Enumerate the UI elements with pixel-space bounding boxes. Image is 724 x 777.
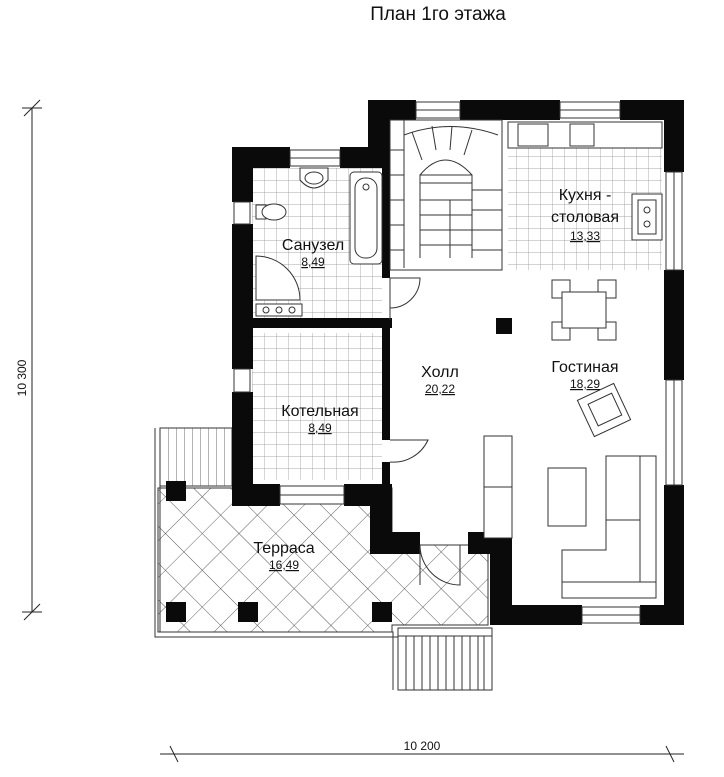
terrace-post xyxy=(372,602,392,622)
living-furniture xyxy=(483,382,657,599)
room-name-boiler: Котельная xyxy=(281,403,358,420)
bathroom-door xyxy=(389,277,421,309)
room-name-kitchen-line1: Кухня - xyxy=(559,187,612,204)
terrace-post xyxy=(166,481,186,501)
dining-table xyxy=(551,279,617,341)
dimension-horizontal xyxy=(160,745,684,763)
room-area-boiler: 8,49 xyxy=(308,421,332,435)
terrace-post xyxy=(166,602,186,622)
room-area-terrace: 16,49 xyxy=(269,558,299,572)
kitchen-fixtures xyxy=(507,121,663,241)
kitchen-sink xyxy=(569,123,595,147)
room-area-living: 18,29 xyxy=(570,377,600,391)
doors xyxy=(389,277,461,586)
boiler-room-door xyxy=(389,439,429,463)
boiler-room-floor xyxy=(252,333,382,480)
entrance-door xyxy=(419,544,461,586)
room-area-bathroom: 8,49 xyxy=(301,255,325,269)
plan-title: План 1го этажа xyxy=(370,4,506,25)
dimension-height-label: 10 300 xyxy=(15,359,29,396)
room-name-hall: Холл xyxy=(421,364,459,381)
room-area-kitchen: 13,33 xyxy=(570,229,600,243)
terrace-side-steps xyxy=(159,427,233,487)
room-area-hall: 20,22 xyxy=(425,382,455,396)
room-name-living: Гостиная xyxy=(551,359,618,376)
room-name-terrace: Терраса xyxy=(253,540,314,557)
dimension-vertical xyxy=(22,99,42,621)
room-name-bathroom: Санузел xyxy=(282,237,344,254)
coffee-table xyxy=(547,467,587,527)
front-steps xyxy=(397,627,493,691)
room-name-kitchen-line2: столовая xyxy=(551,209,619,226)
dimension-width-label: 10 200 xyxy=(404,739,441,753)
walls xyxy=(232,100,684,625)
staircase xyxy=(389,119,503,271)
shower-cabin xyxy=(255,255,301,301)
terrace-post xyxy=(238,602,258,622)
terrace-floor xyxy=(154,427,493,691)
windows xyxy=(233,101,683,624)
sofa xyxy=(561,455,657,599)
bathroom-fixtures xyxy=(255,167,383,317)
